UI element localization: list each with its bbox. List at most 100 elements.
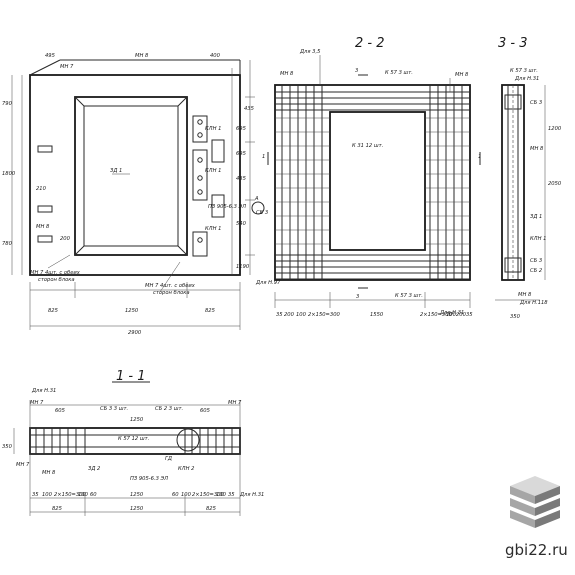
cage-grid — [275, 85, 470, 280]
embedded-plate-right-1 — [211, 139, 225, 163]
bevel-bl — [74, 245, 85, 256]
svg-text:КЛН 1: КЛН 1 — [205, 226, 221, 232]
detail-circle-a — [251, 201, 265, 215]
svg-text:КЛН 1: КЛН 1 — [530, 236, 546, 242]
svg-text:2×150=300: 2×150=300 — [308, 312, 340, 318]
svg-text:825: 825 — [206, 506, 217, 512]
svg-text:ПЗ 905-6.3 ЭЛ: ПЗ 905-6.3 ЭЛ — [130, 476, 168, 482]
svg-text:400: 400 — [210, 53, 221, 59]
view-1-1: Для Н.31 МН 7 605 СБ 3 3 шт. СБ 2 3 шт. … — [2, 388, 264, 516]
svg-text:100: 100 — [181, 492, 192, 498]
svg-text:К 57 3 шт.: К 57 3 шт. — [385, 70, 413, 76]
detail-circle-1-1 — [176, 428, 200, 452]
loop-plate-2 — [192, 149, 208, 201]
svg-text:435: 435 — [244, 106, 255, 112]
section-title-2-2: 2 - 2 — [355, 36, 385, 51]
embedded-plate-right-2 — [211, 194, 225, 218]
svg-text:МН 8: МН 8 — [42, 470, 56, 476]
svg-text:35: 35 — [32, 492, 39, 498]
svg-text:1250: 1250 — [130, 492, 144, 498]
svg-text:100: 100 — [216, 492, 227, 498]
svg-text:МН 8: МН 8 — [518, 292, 532, 298]
cage-center-label: К 31 12 шт. — [352, 143, 383, 149]
note-bottom-right-2: сторон блока — [153, 290, 190, 296]
svg-text:210: 210 — [36, 186, 47, 192]
svg-text:СБ 2: СБ 2 — [530, 268, 542, 274]
svg-text:60: 60 — [90, 492, 97, 498]
front-opening-inner — [83, 105, 179, 247]
svg-text:350: 350 — [510, 314, 521, 320]
svg-text:1250: 1250 — [130, 506, 144, 512]
svg-text:2050: 2050 — [548, 181, 562, 187]
svg-text:200: 200 — [60, 236, 71, 242]
svg-text:КЛН 1: КЛН 1 — [205, 168, 221, 174]
svg-text:2×150=300: 2×150=300 — [192, 492, 224, 498]
svg-text:695: 695 — [236, 126, 247, 132]
svg-text:35: 35 — [466, 312, 473, 318]
svg-text:К 57 3 шт.: К 57 3 шт. — [395, 293, 423, 299]
svg-text:2×150=300: 2×150=300 — [54, 492, 86, 498]
svg-text:Для Н.31: Для Н.31 — [31, 388, 56, 394]
svg-text:435: 435 — [236, 176, 247, 182]
svg-text:1550: 1550 — [370, 312, 384, 318]
svg-text:825: 825 — [205, 308, 216, 314]
svg-text:2×150=300: 2×150=300 — [420, 312, 452, 318]
svg-text:540: 540 — [236, 221, 247, 227]
loop-plate-3 — [192, 231, 208, 257]
svg-text:780: 780 — [2, 241, 13, 247]
cage-outline — [274, 84, 471, 281]
section-title-3-3: 3 - 3 — [498, 36, 528, 51]
cage-opening — [329, 111, 426, 251]
svg-text:СБ 3: СБ 3 — [530, 100, 542, 106]
svg-text:ГД: ГД — [165, 456, 172, 462]
svg-text:100: 100 — [446, 312, 457, 318]
front-top-ext — [29, 59, 61, 76]
svg-text:495: 495 — [45, 53, 56, 59]
svg-text:К 57 3 шт.: К 57 3 шт. — [510, 68, 538, 74]
bevel-br — [177, 245, 188, 256]
svg-text:КЛН 2: КЛН 2 — [178, 466, 194, 472]
svg-text:ПЗ 905-6.3 ЭЛ: ПЗ 905-6.3 ЭЛ — [208, 204, 246, 210]
svg-text:1250: 1250 — [125, 308, 139, 314]
svg-text:ЗД 1: ЗД 1 — [530, 214, 542, 220]
front-opening-outer — [74, 96, 188, 256]
svg-text:Для Н.31: Для Н.31 — [514, 76, 539, 82]
left-insert-2 — [37, 205, 53, 213]
svg-text:1190: 1190 — [236, 264, 250, 270]
left-insert-1 — [37, 145, 53, 153]
svg-text:825: 825 — [52, 506, 63, 512]
front-panel-outline — [29, 74, 241, 276]
stacked-blocks-logo-icon — [510, 476, 560, 528]
svg-text:1200: 1200 — [548, 126, 562, 132]
svg-text:А: А — [254, 196, 259, 202]
svg-text:200: 200 — [284, 312, 295, 318]
svg-text:605: 605 — [200, 408, 211, 414]
cut-mark-1-right: 1 — [478, 154, 481, 160]
bevel-tl — [74, 96, 85, 107]
note-bottom-left-2: сторон блока — [38, 277, 75, 283]
svg-text:МН 7: МН 7 — [60, 64, 74, 70]
svg-text:605: 605 — [55, 408, 66, 414]
note-bottom-right-1: МН 7 4шт. с обеих — [145, 283, 196, 289]
svg-text:100: 100 — [296, 312, 307, 318]
svg-text:МН 7: МН 7 — [16, 462, 30, 468]
svg-text:МН 7: МН 7 — [228, 400, 242, 406]
section-title-1-1: 1 - 1 — [116, 369, 146, 384]
svg-text:СБ 3 3 шт.: СБ 3 3 шт. — [100, 406, 128, 412]
svg-text:СБ 2 3 шт.: СБ 2 3 шт. — [155, 406, 183, 412]
svg-text:35: 35 — [228, 492, 235, 498]
bevel-tr — [177, 96, 188, 107]
view-3-3: К 57 3 шт. Для Н.31 СБ 3 МН 8 1200 2050 … — [495, 68, 562, 320]
svg-text:2900: 2900 — [128, 330, 142, 336]
svg-text:60: 60 — [172, 492, 179, 498]
svg-text:Для Н.118: Для Н.118 — [519, 300, 548, 306]
cut-mark-3-top: 3 — [355, 68, 358, 74]
svg-text:790: 790 — [2, 101, 13, 107]
svg-text:825: 825 — [48, 308, 59, 314]
svg-text:КЛН 1: КЛН 1 — [205, 126, 221, 132]
cut-mark-3-bottom: 3 — [356, 294, 359, 300]
cut-mark-1-left: 1 — [262, 154, 265, 160]
svg-text:МН 8: МН 8 — [455, 72, 469, 78]
loop-plate-1 — [192, 115, 208, 143]
